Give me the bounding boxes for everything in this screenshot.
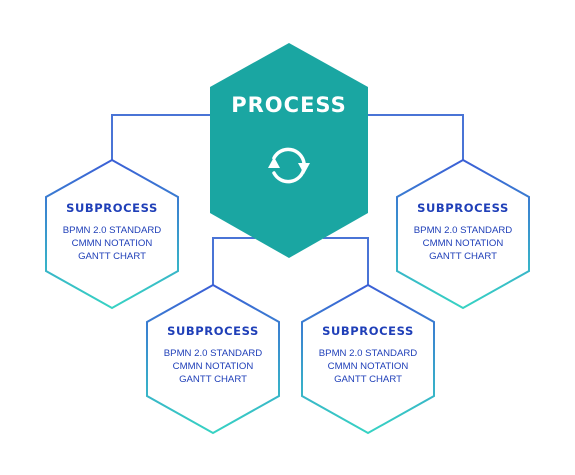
subprocess-title: SUBPROCESS <box>167 324 259 338</box>
subprocess-line: BPMN 2.0 STANDARD <box>319 348 418 359</box>
hexagon-outline <box>45 158 179 310</box>
subprocess-hexagon-bottom-left: SUBPROCESS BPMN 2.0 STANDARD CMMN NOTATI… <box>146 283 280 435</box>
subprocess-hexagon-right: SUBPROCESS BPMN 2.0 STANDARD CMMN NOTATI… <box>396 158 530 310</box>
hexagon-outline <box>396 158 530 310</box>
process-hexagon: PROCESS <box>210 43 368 258</box>
connector-right <box>368 114 464 160</box>
subprocess-line: GANTT CHART <box>179 374 247 385</box>
subprocess-hexagon-left: SUBPROCESS BPMN 2.0 STANDARD CMMN NOTATI… <box>45 158 179 310</box>
subprocess-title: SUBPROCESS <box>322 324 414 338</box>
subprocess-line: GANTT CHART <box>78 251 146 262</box>
refresh-cycle-icon <box>268 147 310 184</box>
subprocess-line: BPMN 2.0 STANDARD <box>414 225 513 236</box>
subprocess-title: SUBPROCESS <box>417 201 509 215</box>
connector-lines <box>111 114 464 285</box>
subprocess-line: GANTT CHART <box>429 251 497 262</box>
connector-bottom-right <box>323 237 369 285</box>
subprocess-line: CMMN NOTATION <box>173 361 254 372</box>
subprocess-line: CMMN NOTATION <box>423 238 504 249</box>
subprocess-line: CMMN NOTATION <box>72 238 153 249</box>
connector-bottom-left <box>212 237 255 285</box>
subprocess-line: GANTT CHART <box>334 374 402 385</box>
subprocess-line: BPMN 2.0 STANDARD <box>63 225 162 236</box>
hexagon-outline <box>146 283 280 435</box>
subprocess-line: CMMN NOTATION <box>328 361 409 372</box>
hexagon-outline <box>301 283 435 435</box>
subprocess-line: BPMN 2.0 STANDARD <box>164 348 263 359</box>
subprocess-title: SUBPROCESS <box>66 201 158 215</box>
subprocess-hexagon-bottom-right: SUBPROCESS BPMN 2.0 STANDARD CMMN NOTATI… <box>301 283 435 435</box>
connector-left <box>111 114 210 160</box>
process-title: PROCESS <box>231 93 346 117</box>
